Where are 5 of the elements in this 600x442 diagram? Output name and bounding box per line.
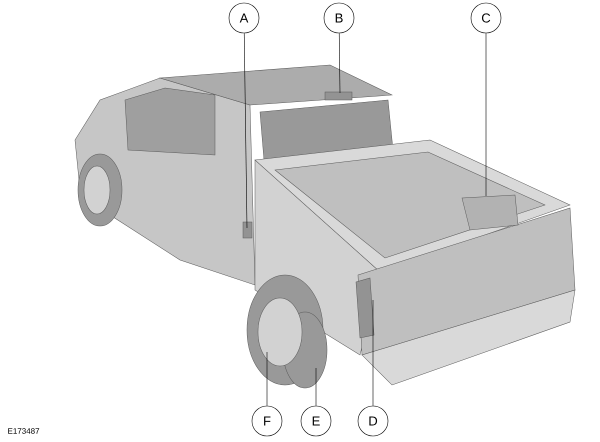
leader-line [338,32,340,94]
figure-code: E173487 [8,428,40,434]
leader-line [372,300,374,406]
leader-line [266,352,268,406]
leader-line [244,32,248,228]
